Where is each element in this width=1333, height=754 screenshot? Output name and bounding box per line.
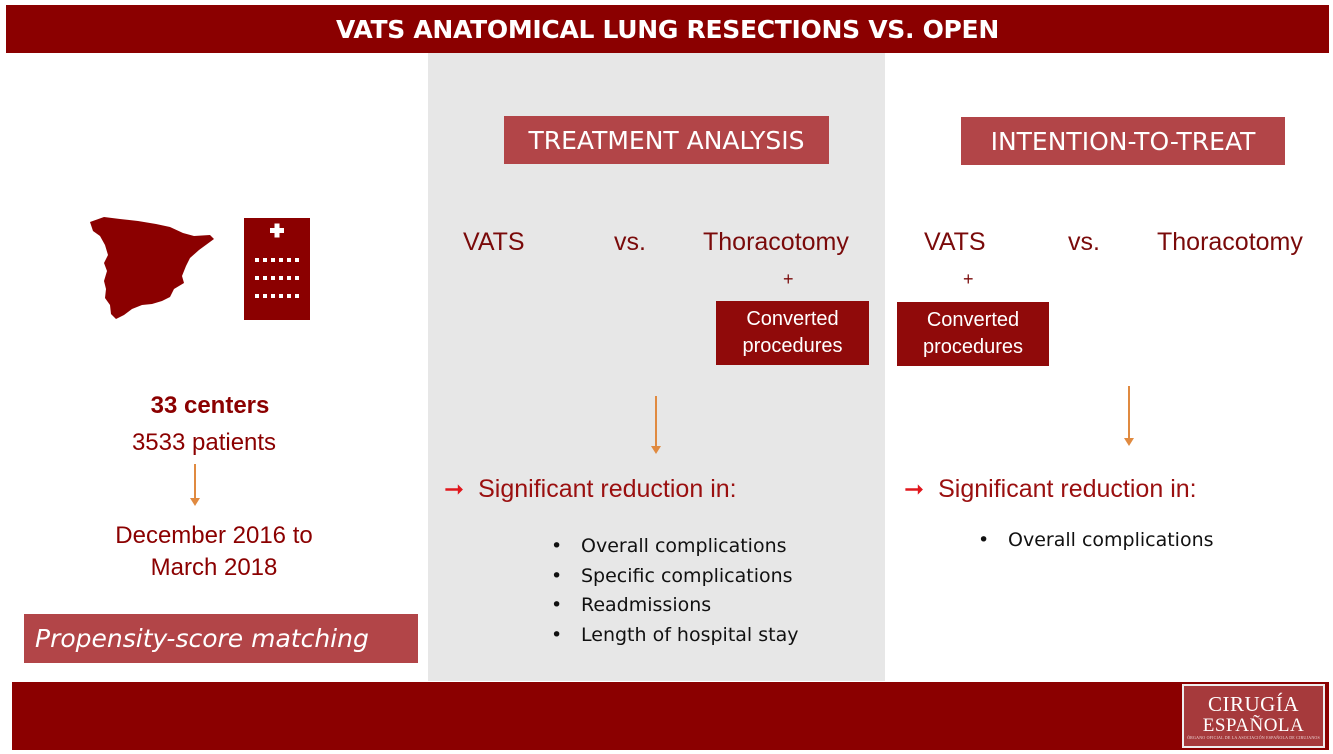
left-arrow-shaft (194, 464, 196, 498)
itt-result-label: Significant reduction in: (938, 474, 1197, 503)
logo-line1: CIRUGÍA (1208, 692, 1299, 716)
treatment-converted-line1: Converted (746, 308, 839, 330)
propensity-score-box: Propensity-score matching (24, 614, 418, 663)
treatment-result: ➞ Significant reduction in: (444, 472, 737, 506)
right-arrow-icon: ➞ (444, 475, 465, 503)
header-title: VATS ANATOMICAL LUNG RESECTIONS VS. OPEN (6, 5, 1329, 53)
list-item: Overall complications (978, 526, 1214, 556)
centers-count: 33 centers (150, 392, 270, 419)
treatment-arrow-shaft (655, 396, 657, 446)
treatment-analysis-title: TREATMENT ANALYSIS (504, 116, 829, 164)
itt-vs-label: vs. (1068, 228, 1100, 256)
itt-result: ➞ Significant reduction in: (904, 472, 1197, 506)
itt-outcome-list: Overall complications (978, 526, 1214, 556)
treatment-converted-line2: procedures (742, 335, 843, 357)
list-item: Specific complications (551, 562, 798, 592)
list-item: Readmissions (551, 591, 798, 621)
logo-tagline: ÓRGANO OFICIAL DE LA ASOCIACIÓN ESPAÑOLA… (1187, 735, 1320, 740)
itt-converted-line1: Converted (926, 309, 1020, 331)
treatment-arrow-head (651, 446, 661, 454)
footer-bar (12, 682, 1329, 750)
treatment-result-label: Significant reduction in: (478, 474, 737, 503)
itt-thoracotomy-label: Thoracotomy (1157, 228, 1303, 256)
list-item: Overall complications (551, 532, 798, 562)
itt-converted-box: Converted procedures (897, 302, 1049, 366)
spain-map-icon (86, 212, 216, 320)
treatment-vs-label: vs. (614, 228, 646, 256)
study-period: December 2016 to March 2018 (64, 520, 364, 584)
itt-arrow-shaft (1128, 386, 1130, 438)
itt-arrow-head (1124, 438, 1134, 446)
treatment-thoracotomy-label: Thoracotomy (703, 228, 849, 256)
patients-count: 3533 patients (131, 429, 277, 456)
right-arrow-icon: ➞ (904, 475, 925, 503)
itt-plus-sign: + (963, 269, 974, 289)
treatment-outcome-list: Overall complications Specific complicat… (551, 532, 798, 650)
study-period-start: December 2016 to (115, 522, 313, 549)
cirugia-espanola-logo: CIRUGÍA ESPAÑOLA ÓRGANO OFICIAL DE LA AS… (1182, 684, 1325, 748)
study-period-end: March 2018 (150, 554, 278, 581)
logo-line2: ESPAÑOLA (1202, 715, 1305, 736)
itt-vats-label: VATS (924, 228, 986, 256)
treatment-plus-sign: + (783, 269, 794, 289)
left-arrow-head (190, 498, 200, 506)
hospital-icon (244, 218, 310, 320)
treatment-converted-box: Converted procedures (716, 301, 869, 365)
list-item: Length of hospital stay (551, 621, 798, 651)
intention-to-treat-title: INTENTION-TO-TREAT (961, 117, 1285, 165)
itt-converted-line2: procedures (922, 336, 1024, 358)
treatment-vats-label: VATS (463, 228, 525, 256)
